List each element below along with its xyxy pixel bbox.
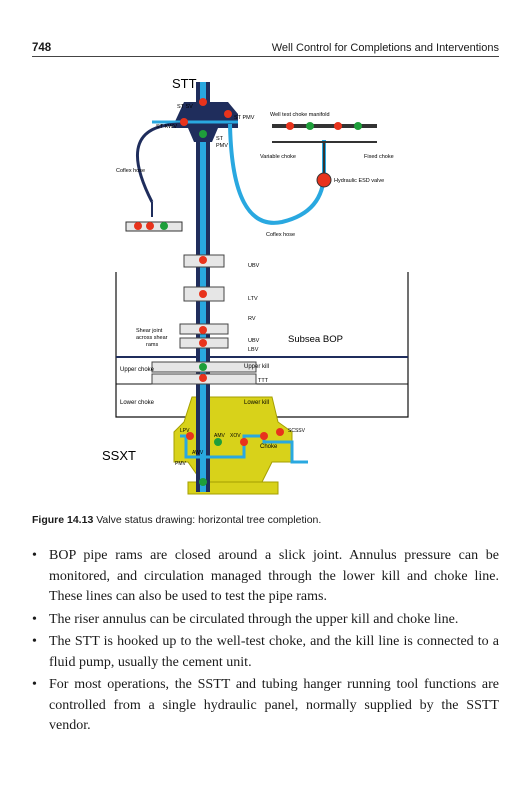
figure-label: Figure 14.13: [32, 514, 94, 526]
label-fixed-choke: Fixed choke: [364, 154, 394, 160]
label-pmv: PMV: [216, 143, 228, 149]
label-lower-kill: Lower kill: [244, 400, 269, 406]
label-xov: XOV: [230, 433, 241, 439]
label-lbv: LBV: [248, 347, 259, 353]
label-ubv-lower: UBV: [248, 338, 260, 344]
label-st-sv: ST SV: [177, 104, 193, 110]
label-amv: AMV: [214, 433, 226, 439]
left-manifold: [125, 221, 183, 232]
label-rv: RV: [248, 316, 256, 322]
valve-status-figure: STT ST SV ST KWV ST PMV ST PMV Well test…: [32, 62, 499, 506]
label-well-test-manifold: Well test choke manifold: [270, 112, 330, 118]
ssxt-base: [187, 481, 279, 495]
label-st-kwv: ST KWV: [156, 124, 177, 130]
label-ttt: TTT: [258, 378, 269, 384]
label-ltv: LTV: [248, 296, 258, 302]
label-upper-kill: Upper kill: [244, 364, 269, 370]
label-shear-joint-2: across shear: [136, 335, 168, 341]
coflex-hose-left: [136, 122, 183, 203]
page-header: 748 Well Control for Completions and Int…: [32, 38, 499, 54]
label-awv: AWV: [192, 450, 204, 456]
figure-caption: Figure 14.13 Valve status drawing: horiz…: [32, 514, 499, 526]
bullet-item: For most operations, the SSTT and tubing…: [32, 675, 499, 737]
page-number: 748: [32, 42, 52, 54]
label-ssxt: SSXT: [102, 448, 136, 463]
label-subsea-bop: Subsea BOP: [288, 334, 343, 345]
label-shear-joint-1: Shear joint: [136, 328, 163, 334]
label-coflex-right: Coflex hose: [266, 232, 295, 238]
bullet-item: BOP pipe rams are closed around a slick …: [32, 546, 499, 608]
label-ubv: UBV: [248, 263, 260, 269]
label-pmv-tree: PMV: [175, 461, 187, 467]
tree-flowlines: [180, 434, 308, 464]
label-st-pmv: ST PMV: [234, 115, 255, 121]
label-upper-choke: Upper choke: [120, 367, 155, 373]
label-lower-choke: Lower choke: [120, 400, 155, 406]
label-scssv: SCSSV: [288, 428, 306, 434]
label-coflex-left: Coflex hose: [116, 168, 145, 174]
header-rule: [32, 56, 499, 57]
running-title: Well Control for Completions and Interve…: [271, 42, 499, 54]
label-variable-choke: Variable choke: [260, 154, 296, 160]
coflex-hose-right: [228, 123, 326, 225]
label-lpv: LPV: [180, 428, 190, 434]
bullet-list: BOP pipe rams are closed around a slick …: [32, 546, 499, 739]
label-stt: STT: [172, 76, 197, 91]
valve-diagram: STT ST SV ST KWV ST PMV ST PMV Well test…: [102, 76, 409, 495]
esd-valve: [316, 172, 332, 188]
label-shear-joint-3: rams: [146, 342, 158, 348]
label-esd-valve: Hydraulic ESD valve: [334, 178, 384, 184]
figure-caption-text: Valve status drawing: horizontal tree co…: [96, 514, 322, 526]
valve-markers: [134, 98, 362, 486]
label-choke: Choke: [260, 444, 278, 450]
bop-frame: [115, 272, 409, 418]
bullet-item: The riser annulus can be circulated thro…: [32, 610, 499, 631]
label-st: ST: [216, 136, 224, 142]
bullet-item: The STT is hooked up to the well-test ch…: [32, 632, 499, 673]
